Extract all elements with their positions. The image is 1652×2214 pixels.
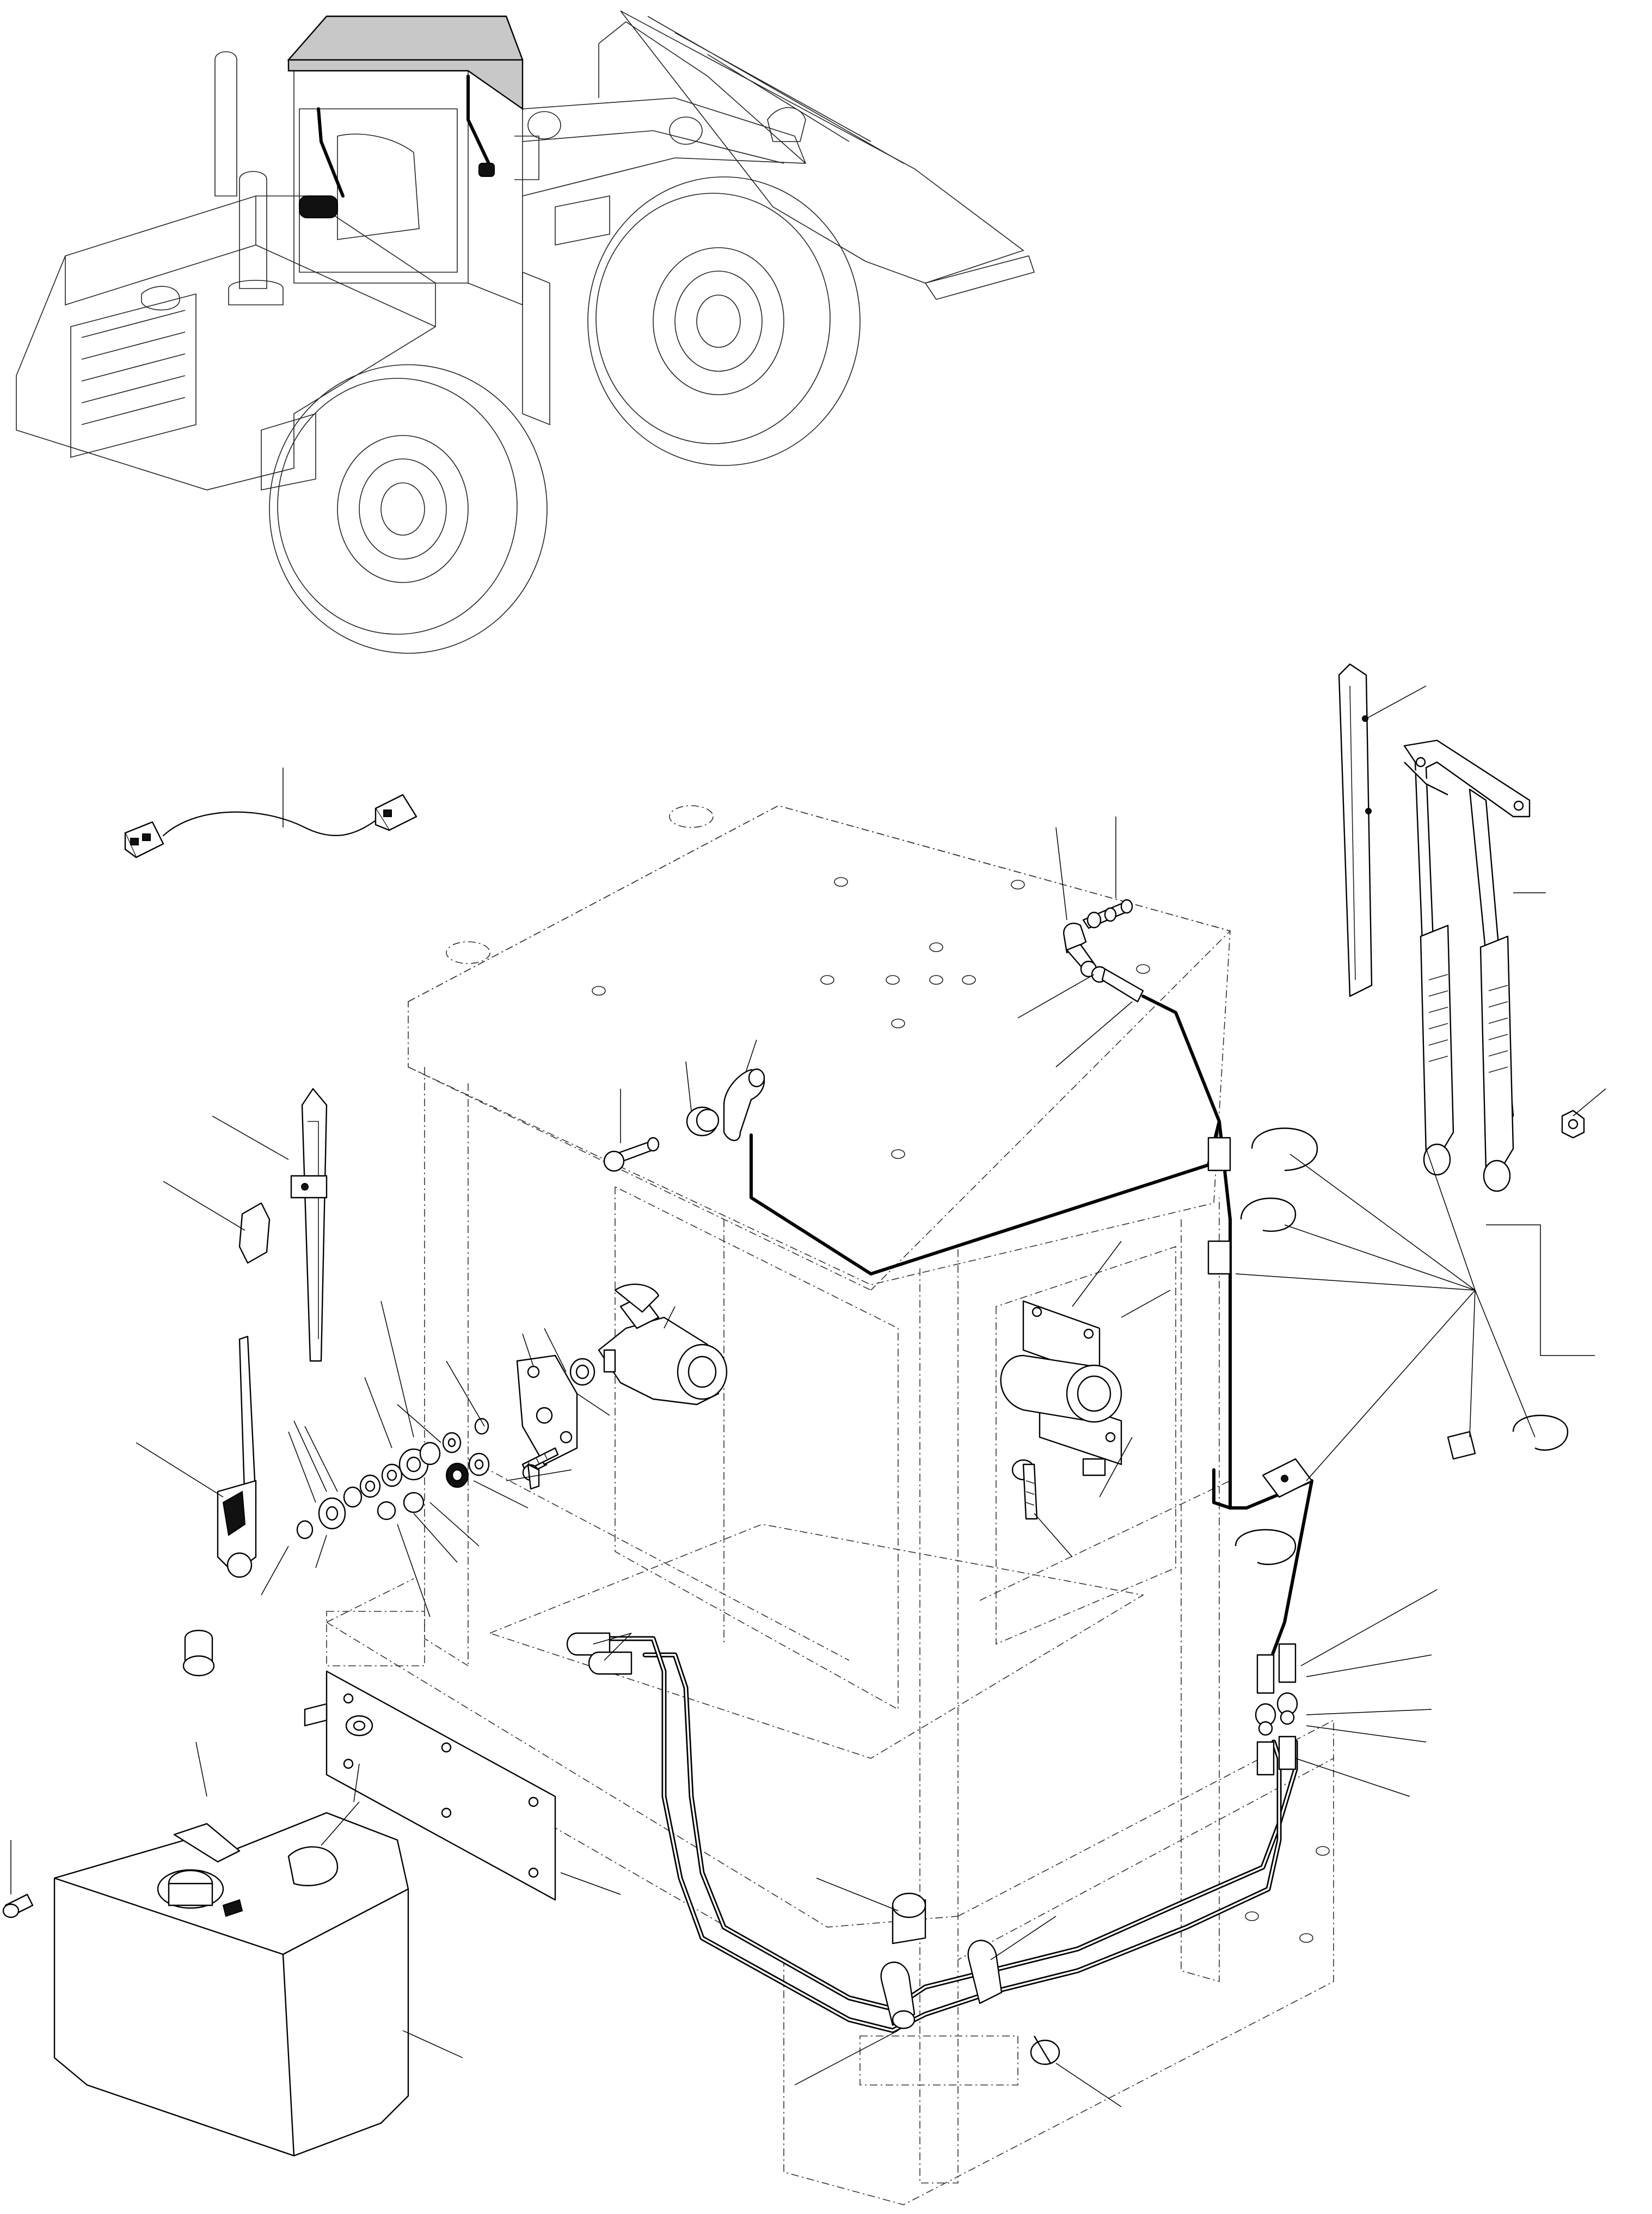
wiper-motor bbox=[598, 1283, 728, 1406]
hose-clamp-lower bbox=[1235, 1458, 1313, 1565]
wiper-motor-bracket bbox=[516, 1354, 595, 1465]
wiper-cap bbox=[238, 1202, 271, 1264]
rear-wiper-arm bbox=[1403, 739, 1531, 1192]
rear-connector bbox=[1080, 960, 1144, 1003]
rear-wiper-motor bbox=[1000, 1300, 1122, 1465]
wiper-nut bbox=[1561, 1109, 1585, 1139]
loader-cab bbox=[287, 15, 539, 306]
washer-tank-bracket bbox=[326, 1670, 556, 1901]
wiper-pivot-hardware bbox=[296, 1418, 490, 1540]
operator-cab-frame bbox=[326, 805, 1334, 2205]
wiring-harness bbox=[124, 794, 417, 858]
rear-wiper-blade bbox=[1338, 663, 1373, 997]
loader-front-wheel bbox=[587, 176, 861, 466]
clip-set bbox=[1447, 1414, 1569, 1460]
hose-clamp-upper bbox=[1207, 1127, 1318, 1275]
hose-clamp-bottom bbox=[880, 1892, 1060, 2065]
rear-nozzle-fitting bbox=[1082, 899, 1133, 929]
washer-nozzle-left bbox=[603, 1137, 660, 1172]
tank-bolt bbox=[2, 1703, 373, 1918]
leader-lines bbox=[10, 685, 1606, 2107]
front-wiper-blade bbox=[290, 1088, 328, 1362]
small-bolt bbox=[527, 1463, 540, 1490]
cab-roof-top bbox=[287, 15, 524, 61]
washer-hose bbox=[566, 995, 1313, 2033]
loader-body bbox=[16, 51, 436, 490]
elbow-fitting bbox=[723, 1068, 765, 1142]
tube-connectors bbox=[1255, 1643, 1298, 1776]
front-wiper-arm bbox=[217, 1335, 257, 1578]
washer-tank bbox=[53, 1629, 409, 2157]
rear-motor-bolt bbox=[1011, 1458, 1106, 1520]
wheel-loader-overview bbox=[16, 10, 1035, 654]
loader-rear-wheel bbox=[269, 364, 548, 654]
loader-boom-bucket bbox=[522, 10, 1035, 426]
grommet bbox=[686, 1106, 720, 1137]
